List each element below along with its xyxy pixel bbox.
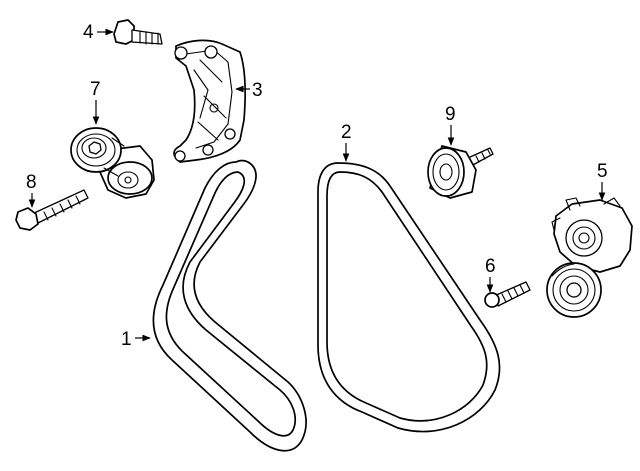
idler-pulley-part-9 <box>427 145 494 199</box>
callout-2: 2 <box>341 122 352 162</box>
callout-3: 3 <box>235 80 263 101</box>
callout-9: 9 <box>445 104 456 146</box>
callout-5: 5 <box>597 161 608 201</box>
drive-belt-part-1 <box>152 159 307 452</box>
callout-label-7: 7 <box>90 79 101 100</box>
bolt-part-4 <box>113 19 163 45</box>
callout-label-9: 9 <box>445 104 456 125</box>
callout-label-4: 4 <box>83 22 94 43</box>
callout-label-3: 3 <box>252 80 263 101</box>
callout-1: 1 <box>121 329 151 350</box>
callout-label-6: 6 <box>485 256 496 277</box>
bolt-part-6 <box>484 281 531 308</box>
callout-8: 8 <box>26 172 37 208</box>
tensioner-pulley-part-7 <box>70 127 155 199</box>
callout-6: 6 <box>485 256 496 293</box>
callout-label-1: 1 <box>121 329 132 350</box>
callout-label-5: 5 <box>597 161 608 182</box>
callout-label-2: 2 <box>341 122 352 143</box>
bolt-part-8 <box>15 189 89 231</box>
callout-4: 4 <box>83 22 114 43</box>
belt-tensioner-part-5 <box>546 197 633 318</box>
callout-label-8: 8 <box>26 172 37 193</box>
drive-belt-part-2 <box>317 162 501 433</box>
callout-7: 7 <box>90 79 101 125</box>
tensioner-bracket-part-3 <box>173 39 247 163</box>
